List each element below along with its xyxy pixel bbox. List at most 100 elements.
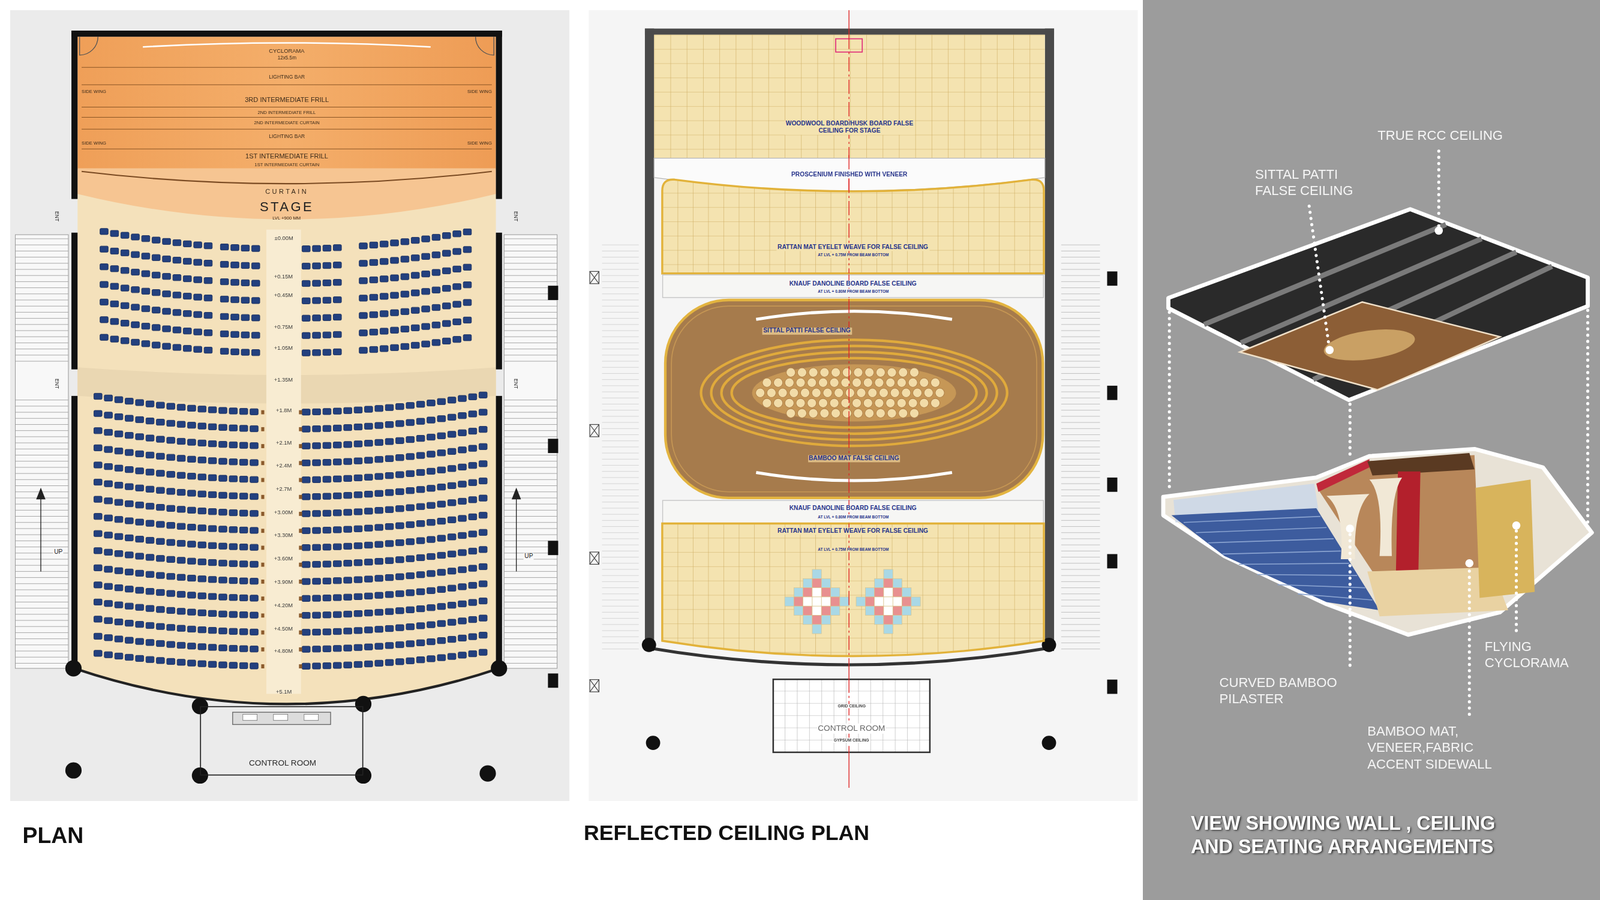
seat (379, 275, 389, 282)
seat (395, 522, 405, 529)
stair-tread (15, 430, 69, 431)
column (641, 271, 1118, 750)
seat (437, 654, 446, 661)
seat (322, 279, 332, 286)
stair-tread (1061, 379, 1101, 380)
seat (312, 314, 321, 321)
seat (166, 488, 176, 495)
seat (114, 430, 123, 437)
seat (390, 257, 399, 264)
tile-motif (793, 587, 803, 597)
level-label: +1.05M (274, 344, 293, 351)
stair-tread (15, 238, 69, 239)
stair-tread (15, 436, 69, 437)
stair-tread (1061, 489, 1101, 491)
seat (343, 593, 353, 600)
tile-motif (821, 605, 831, 615)
seat (145, 639, 155, 646)
pendant-light (908, 398, 918, 408)
bamboo-pilaster (1326, 493, 1370, 560)
leader-dot (1434, 226, 1443, 236)
stair-tread (15, 305, 69, 307)
pendant-light (789, 388, 799, 398)
leader-line (1437, 151, 1441, 231)
pendant-light (818, 377, 828, 387)
seat (374, 422, 384, 429)
seat (203, 295, 213, 302)
seat (145, 520, 155, 527)
seat (110, 247, 119, 254)
seat (447, 397, 456, 404)
seat (385, 455, 394, 462)
stair-tread (1061, 648, 1101, 650)
seat (104, 617, 113, 624)
seat (343, 424, 353, 431)
seat (458, 481, 467, 488)
seat (135, 638, 144, 645)
stair-tread (1061, 311, 1101, 313)
stage-label: 1ST INTERMEDIATE CURTAIN (254, 161, 320, 168)
seat (125, 586, 134, 593)
seat (182, 345, 192, 352)
seat (203, 242, 213, 249)
seat (301, 332, 311, 339)
stair-tread (602, 428, 639, 429)
seat (379, 345, 389, 352)
stair-tread (15, 644, 69, 645)
seat (478, 494, 488, 501)
pendant-light (784, 398, 794, 408)
bamboo-ring (731, 358, 977, 428)
seat (193, 293, 203, 300)
seat (427, 433, 436, 440)
callout-label: TRUE RCC CEILING (1377, 127, 1503, 144)
pendant-light (778, 388, 788, 398)
seat (333, 407, 342, 414)
stair-tread (1061, 526, 1101, 527)
stair-tread (1061, 550, 1101, 552)
seat (421, 340, 431, 347)
wall (71, 30, 503, 674)
door-swing (475, 36, 495, 56)
tile-motif (812, 615, 822, 625)
stage-label: SIDE WING (467, 140, 492, 146)
aisle-step (260, 630, 264, 635)
node-label: CONTROL ROOM (817, 723, 887, 734)
aisle-step (260, 460, 264, 465)
stair-tread (1061, 611, 1101, 613)
seat (322, 459, 332, 466)
seat (182, 257, 192, 264)
seat-row (1208, 538, 1334, 543)
seat (458, 583, 467, 590)
seat (343, 441, 353, 448)
stair-tread (15, 262, 69, 264)
stair-tread (1061, 397, 1101, 399)
seat (239, 526, 248, 533)
up-arrow (512, 488, 521, 500)
ceiling-band: KNAUF DANOLINE BOARD FALSE CEILINGAT LVL… (662, 274, 1044, 298)
ceiling-oval: SITTAL PATTI FALSE CEILINGBAMBOO MAT FAL… (664, 298, 1044, 499)
stair-tread (503, 256, 557, 258)
pendant-light (923, 388, 933, 398)
stage-label: CURTAIN (265, 187, 309, 196)
seat (131, 338, 140, 345)
leader-dot (1325, 346, 1334, 355)
stair-tread (503, 485, 557, 486)
seat (447, 499, 456, 506)
control-room-box: GRID CEILINGCONTROL ROOMGYPSUM CEILING (772, 678, 932, 753)
seat (395, 488, 405, 495)
seat (416, 571, 425, 578)
seat (218, 661, 228, 668)
seat (110, 230, 119, 237)
seat (100, 245, 109, 252)
seat (364, 660, 374, 667)
stair-tread (15, 607, 69, 609)
stair-tread (1061, 428, 1101, 429)
seat (145, 588, 155, 595)
seat (193, 311, 203, 318)
seat (322, 662, 332, 669)
up-arrow (40, 497, 41, 572)
seat (442, 302, 452, 309)
seat (166, 403, 176, 410)
seat (176, 641, 186, 648)
pendant-light (820, 408, 830, 418)
